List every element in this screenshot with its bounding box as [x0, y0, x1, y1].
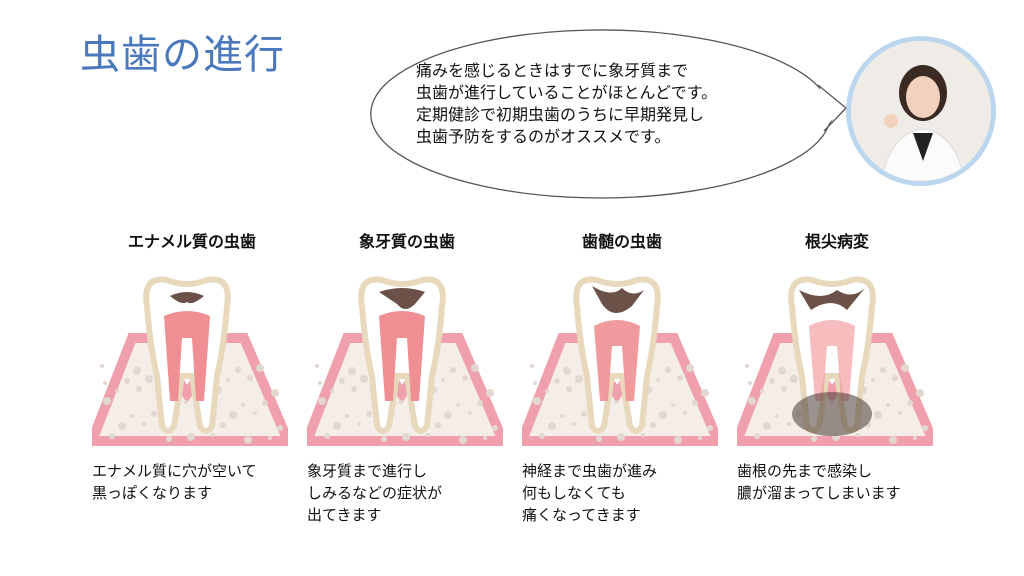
doctor-avatar: [846, 36, 996, 186]
stage-caption: 象牙質まで進行し しみるなどの症状が 出てきます: [307, 462, 443, 524]
decay: [592, 286, 644, 314]
speech-bubble: [370, 29, 847, 199]
stage-3: 歯髄の虫歯 神経まで虫歯が進み 何もしなくても 痛くなってきます: [522, 228, 722, 524]
tooth-illustration: [92, 276, 288, 446]
tooth-illustration: [307, 276, 503, 446]
stage-heading: エナメル質の虫歯: [127, 232, 256, 251]
stage-4: 根尖病変 歯根の先まで感染し 膿が溜まってしまいます: [737, 228, 937, 502]
tooth: [573, 276, 661, 434]
tooth-illustration: [737, 276, 933, 446]
abscess: [792, 392, 872, 436]
decay: [799, 288, 865, 310]
stage-2: 象牙質の虫歯 象牙質まで進行し しみるなどの症状が 出てきます: [307, 228, 507, 524]
decay: [379, 288, 425, 309]
stage-heading: 象牙質の虫歯: [358, 232, 455, 251]
stage-caption: 神経まで虫歯が進み 何もしなくても 痛くなってきます: [522, 462, 658, 524]
page-title: 虫歯の進行: [80, 32, 285, 78]
speech-bubble-text: 痛みを感じるときはすでに象牙質まで 虫歯が進行していることがほとんどです。 定期…: [416, 61, 718, 146]
stage-caption: エナメル質に穴が空いて 黒っぽくなります: [92, 462, 257, 502]
stage-heading: 根尖病変: [804, 232, 869, 251]
stage-caption: 歯根の先まで感染し 膿が溜まってしまいます: [737, 462, 901, 502]
decay: [170, 292, 204, 304]
stage-1: エナメル質の虫歯 エナメル質に穴が空いて 黒っぽくなります: [92, 228, 292, 502]
stage-heading: 歯髄の虫歯: [581, 232, 662, 251]
tooth-illustration: [522, 276, 718, 446]
